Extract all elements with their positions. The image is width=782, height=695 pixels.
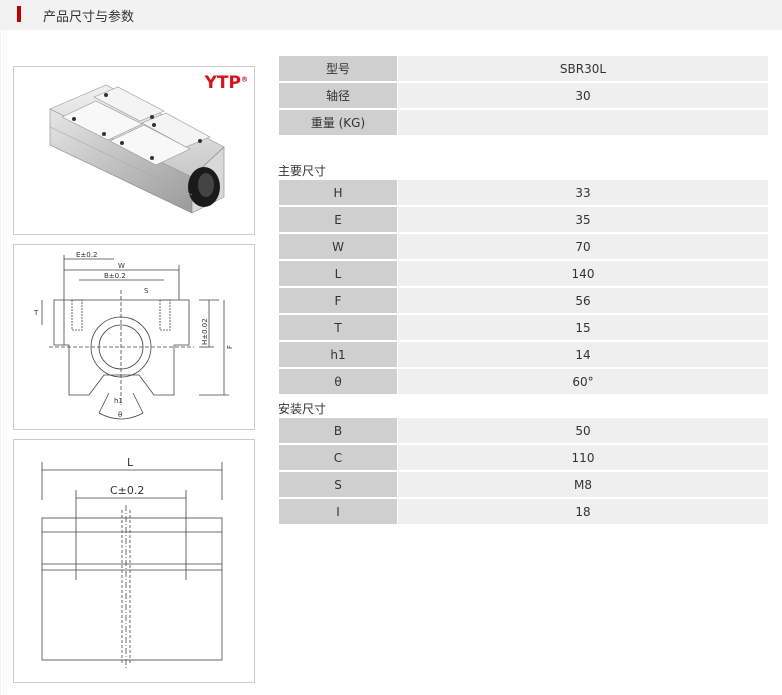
header-accent-bar [17,6,21,22]
table-row: 重量 (KG) [279,110,768,137]
row-value: 18 [398,499,768,526]
label-t: T [33,309,39,317]
left-stripe [0,30,8,695]
row-key: h1 [279,342,398,369]
row-value: 15 [398,315,768,342]
row-key: 轴径 [279,83,398,110]
row-value: 14 [398,342,768,369]
row-value: 50 [398,418,768,445]
label-c: C±0.2 [110,484,144,497]
main-dims-heading: 主要尺寸 [278,164,327,178]
row-value: 35 [398,207,768,234]
row-key: L [279,261,398,288]
row-key: W [279,234,398,261]
front-view-drawing: E±0.2 W B±0.2 S T H±0.02 F h1 θ [13,244,255,430]
row-value: 140 [398,261,768,288]
mount-dims-heading: 安装尺寸 [278,402,327,416]
row-key: 型号 [279,56,398,83]
side-view-drawing: L C±0.2 [13,439,255,683]
row-key: T [279,315,398,342]
label-h1: h1 [114,397,123,405]
row-value: M8 [398,472,768,499]
row-key: E [279,207,398,234]
row-value [398,110,768,137]
row-key: B [279,418,398,445]
label-h: H±0.02 [201,318,209,345]
label-e: E±0.2 [76,251,97,259]
label-b: B±0.2 [104,272,126,280]
row-key: 重量 (KG) [279,110,398,137]
section-header: 产品尺寸与参数 [0,0,782,30]
row-key: S [279,472,398,499]
label-s: S [144,287,149,295]
row-value: 110 [398,445,768,472]
label-f: F [226,345,234,349]
row-value: 70 [398,234,768,261]
row-value: 30 [398,83,768,110]
row-key: F [279,288,398,315]
row-key: C [279,445,398,472]
section-title: 产品尺寸与参数 [43,10,135,25]
row-key: I [279,499,398,526]
row-value: 56 [398,288,768,315]
row-value: SBR30L [398,56,768,83]
label-l: L [127,456,134,469]
product-photo: YTP® [13,66,255,235]
row-key: H [279,180,398,207]
row-value: 60° [398,369,768,396]
row-key: θ [279,369,398,396]
brand-logo: YTP® [204,73,248,93]
row-value: 33 [398,180,768,207]
label-w: W [118,262,125,270]
label-theta: θ [118,411,122,419]
